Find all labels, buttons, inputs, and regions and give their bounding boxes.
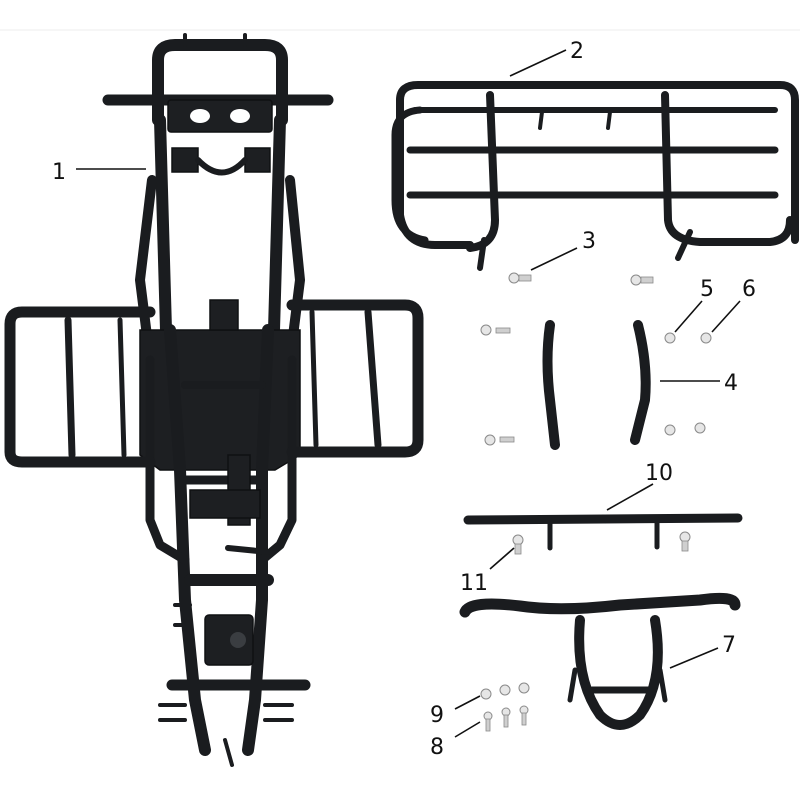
callout-8: 8 bbox=[430, 735, 444, 760]
callout-5: 5 bbox=[700, 277, 714, 302]
support-brackets bbox=[542, 320, 651, 450]
callout-7: 7 bbox=[722, 633, 736, 658]
callout-4: 4 bbox=[724, 371, 738, 396]
callout-9: 9 bbox=[430, 703, 444, 728]
callout-3: 3 bbox=[582, 229, 596, 254]
rear-rack bbox=[391, 81, 799, 271]
main-frame bbox=[4, 33, 424, 767]
hardware-fasteners bbox=[480, 272, 712, 732]
callout-1: 1 bbox=[52, 160, 66, 185]
brush-guard bbox=[459, 592, 741, 730]
callout-2: 2 bbox=[570, 39, 584, 64]
callout-11: 11 bbox=[460, 571, 488, 596]
front-bumper-bar bbox=[463, 513, 743, 551]
callout-10: 10 bbox=[645, 461, 673, 486]
leader-lines bbox=[76, 49, 741, 738]
callout-6: 6 bbox=[742, 277, 756, 302]
